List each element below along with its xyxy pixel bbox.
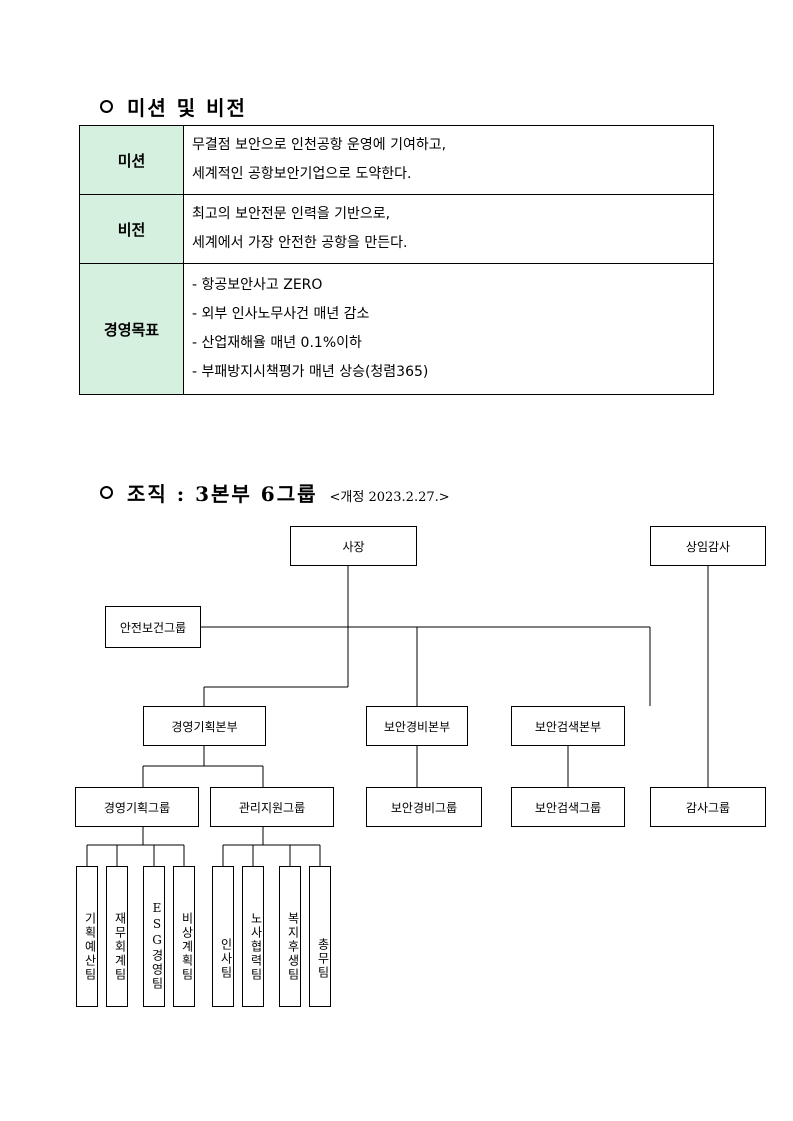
vision-text: 최고의 보안전문 인력을 기반으로, 세계에서 가장 안전한 공항을 만든다. <box>183 194 714 264</box>
goals-text: - 항공보안사고 ZERO - 외부 인사노무사건 매년 감소 - 산업재해율 … <box>183 263 714 395</box>
mission-vision-heading: 미션 및 비전 <box>100 92 247 121</box>
table-row: 미션 무결점 보안으로 인천공항 운영에 기여하고, 세계적인 공항보안기업으로… <box>79 125 714 195</box>
screening-division-box: 보안검색본부 <box>511 706 625 746</box>
planning-group-box: 경영기획그룹 <box>75 787 199 827</box>
table-row: 비전 최고의 보안전문 인력을 기반으로, 세계에서 가장 안전한 공항을 만든… <box>79 194 714 264</box>
audit-group-box: 감사그룹 <box>650 787 766 827</box>
planning-division-box: 경영기획본부 <box>143 706 266 746</box>
mission-label: 미션 <box>79 125 184 195</box>
safety-group-box: 안전보건그룹 <box>105 606 201 648</box>
mission-text: 무결점 보안으로 인천공항 운영에 기여하고, 세계적인 공항보안기업으로 도약… <box>183 125 714 195</box>
guard-group-box: 보안경비그룹 <box>366 787 482 827</box>
screening-group-box: 보안검색그룹 <box>511 787 625 827</box>
esg-team-box: ESG경영팀 <box>143 866 165 1007</box>
emergency-team-box: 비상계획팀 <box>173 866 195 1007</box>
circle-bullet-icon <box>100 100 113 113</box>
auditor-box: 상임감사 <box>650 526 766 566</box>
table-row: 경영목표 - 항공보안사고 ZERO - 외부 인사노무사건 매년 감소 - 산… <box>79 263 714 395</box>
hr-team-box: 인사팀 <box>212 866 234 1007</box>
goals-label: 경영목표 <box>79 263 184 395</box>
ceo-box: 사장 <box>290 526 417 566</box>
finance-team-box: 재무회계팀 <box>106 866 128 1007</box>
general-affairs-team-box: 총무팀 <box>309 866 331 1007</box>
welfare-team-box: 복지후생팀 <box>279 866 301 1007</box>
guard-division-box: 보안경비본부 <box>366 706 468 746</box>
support-group-box: 관리지원그룹 <box>210 787 334 827</box>
revision-date: <개정 2023.2.27.> <box>329 490 450 505</box>
organization-heading: 조직 : 3본부 6그룹 <개정 2023.2.27.> <box>100 478 450 507</box>
circle-bullet-icon <box>100 486 113 499</box>
labor-team-box: 노사협력팀 <box>242 866 264 1007</box>
mission-vision-table: 미션 무결점 보안으로 인천공항 운영에 기여하고, 세계적인 공항보안기업으로… <box>79 125 714 395</box>
budget-team-box: 기획예산팀 <box>76 866 98 1007</box>
